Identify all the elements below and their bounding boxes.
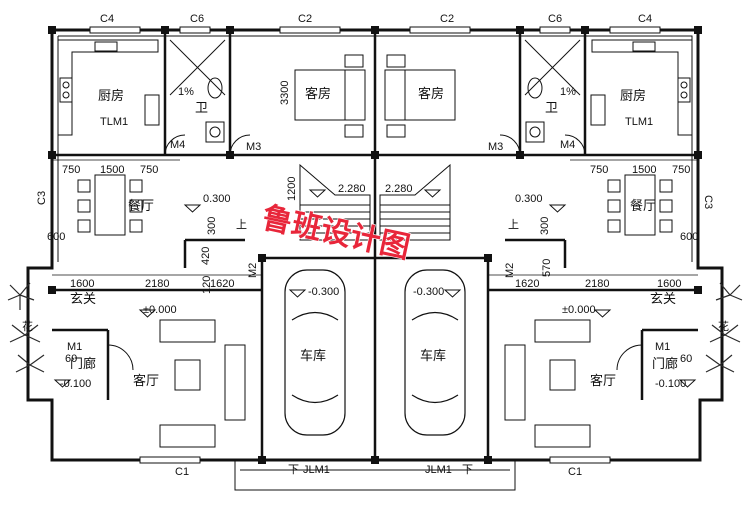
- room-bath-right: 卫: [545, 101, 558, 116]
- label-c3-left: C3: [36, 191, 48, 205]
- room-garage-left: 车库: [300, 348, 326, 364]
- elev-0300-right: 0.300: [515, 193, 543, 205]
- label-tlm-left: TLM1: [100, 116, 128, 128]
- room-living-right: 客厅: [590, 373, 616, 389]
- label-down-left: 下: [288, 464, 299, 476]
- door-m4-left: M4: [170, 139, 185, 151]
- door-m2-right: M2: [504, 263, 516, 278]
- door-m3-left: M3: [246, 141, 261, 153]
- door-swings: [107, 134, 643, 371]
- door-m2-left: M2: [247, 263, 259, 278]
- label-hua-left: 花: [22, 320, 33, 333]
- slope-left: 1%: [178, 86, 194, 98]
- door-m1-left: M1: [67, 341, 82, 353]
- dim-750-lb: 750: [140, 164, 158, 176]
- room-foyer-left: 玄关: [70, 292, 96, 307]
- dim-750-rb: 750: [672, 164, 690, 176]
- dim-1500-r: 1500: [632, 164, 656, 176]
- label-up-left: 上: [236, 218, 247, 231]
- dim-1600-l: 1600: [70, 278, 94, 290]
- room-bedroom-left: 客房: [305, 86, 331, 102]
- dim-60-l: 60: [65, 353, 77, 365]
- outer-walls: [26, 28, 724, 462]
- dim-1620-l: 1620: [210, 278, 234, 290]
- dim-750-la: 750: [62, 164, 80, 176]
- elev-m0100-right: -0.100: [655, 378, 686, 390]
- dim-60-r: 60: [680, 353, 692, 365]
- slope-right: 1%: [560, 86, 576, 98]
- room-porch-right: 门廊: [652, 356, 678, 372]
- dim-2180-r: 2180: [585, 278, 609, 290]
- stairs: [299, 163, 451, 241]
- label-c1-left: C1: [175, 466, 189, 478]
- bottom-windows: [139, 456, 611, 491]
- elev-m0300-left: -0.300: [308, 286, 339, 298]
- room-porch-left: 门廊: [70, 356, 96, 372]
- room-dining-left: 餐厅: [128, 198, 154, 214]
- label-down-right: 下: [462, 464, 473, 476]
- dim-1600-r: 1600: [657, 278, 681, 290]
- door-m1-right: M1: [655, 341, 670, 353]
- room-kitchen-left: 厨房: [98, 88, 124, 104]
- label-tlm-right: TLM1: [625, 116, 653, 128]
- elev-0000-right: ±0.000: [562, 304, 596, 316]
- dimension-lines: [52, 159, 698, 276]
- cars: [284, 269, 466, 436]
- elev-0300-left: 0.300: [203, 193, 231, 205]
- room-living-left: 客厅: [133, 373, 159, 389]
- room-foyer-right: 玄关: [650, 292, 676, 307]
- beds: [294, 54, 456, 138]
- dim-300-r: 300: [539, 217, 551, 235]
- label-c1-right: C1: [568, 466, 582, 478]
- dim-600-r: 600: [680, 231, 698, 243]
- label-c2-left: C2: [298, 13, 312, 25]
- watermark: 鲁班设计图: [259, 200, 413, 265]
- door-jlm-right: JLM1: [425, 464, 452, 476]
- dim-1500-l: 1500: [100, 164, 124, 176]
- label-c4-right: C4: [638, 13, 652, 25]
- dim-3300: 3300: [279, 81, 291, 105]
- label-c6-right: C6: [548, 13, 562, 25]
- door-m3-right: M3: [488, 141, 503, 153]
- elev-m0100-left: -0.100: [60, 378, 91, 390]
- door-m4-right: M4: [560, 139, 575, 151]
- room-kitchen-right: 厨房: [620, 88, 646, 104]
- dim-570: 570: [541, 259, 553, 277]
- dim-120: 120: [201, 276, 213, 294]
- label-c3-right: C3: [702, 195, 714, 209]
- room-dining-right: 餐厅: [630, 198, 656, 214]
- room-bedroom-right: 客房: [418, 86, 444, 102]
- top-windows: [89, 26, 661, 34]
- dim-300-l: 300: [206, 217, 218, 235]
- label-c4-left: C4: [100, 13, 114, 25]
- dim-600-l: 600: [47, 231, 65, 243]
- dim-2180-l: 2180: [145, 278, 169, 290]
- door-jlm-left: JLM1: [303, 464, 330, 476]
- dim-420: 420: [200, 247, 212, 265]
- elev-0000-left: ±0.000: [143, 304, 177, 316]
- room-bath-left: 卫: [195, 101, 208, 116]
- bathroom-fixtures: [169, 39, 581, 143]
- elev-2280-left: 2.280: [338, 183, 366, 195]
- dim-1620-r: 1620: [515, 278, 539, 290]
- elev-m0300-right: -0.300: [413, 286, 444, 298]
- kitchen-right-fixtures: [590, 39, 693, 136]
- label-c6-left: C6: [190, 13, 204, 25]
- label-hua-right: 花: [718, 320, 729, 333]
- label-c2-right: C2: [440, 13, 454, 25]
- elevation-markers: [53, 189, 697, 388]
- dim-750-ra: 750: [590, 164, 608, 176]
- elev-2280-right: 2.280: [385, 183, 413, 195]
- label-up-right: 上: [508, 218, 519, 231]
- living-furniture: [159, 319, 591, 448]
- room-garage-right: 车库: [420, 348, 446, 364]
- kitchen-left-fixtures: [57, 39, 160, 136]
- dim-1200: 1200: [286, 177, 298, 201]
- dining-tables: [77, 174, 673, 236]
- plants: [7, 282, 743, 373]
